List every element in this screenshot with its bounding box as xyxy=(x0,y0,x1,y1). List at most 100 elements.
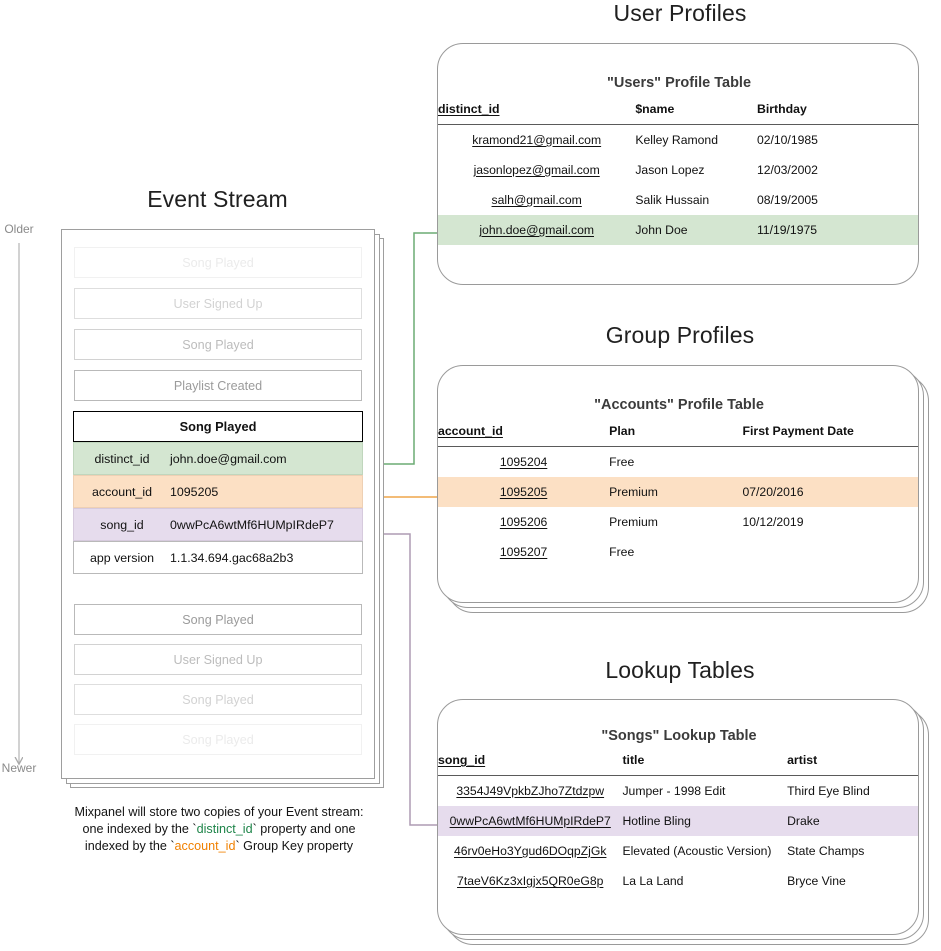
event-property-song-id: song_id 0wwPcA6wtMf6HUMpIRdeP7 xyxy=(73,508,363,541)
cell-artist: Third Eye Blind xyxy=(787,784,870,798)
cell-distinct-id: john.doe@gmail.com xyxy=(479,223,594,237)
cell-artist: Bryce Vine xyxy=(787,874,846,888)
table-row[interactable]: 3354J49VpkbZJho7Ztdzpw Jumper - 1998 Edi… xyxy=(438,776,918,807)
event-card-faded-5[interactable]: Song Played xyxy=(74,604,362,635)
event-card-label: Song Played xyxy=(182,732,254,747)
event-card-label: Song Played xyxy=(182,612,254,627)
cell-artist: State Champs xyxy=(787,844,865,858)
cell-first-payment-date: 07/20/2016 xyxy=(742,477,918,507)
table-row[interactable]: 1095206 Premium 10/12/2019 xyxy=(438,507,918,537)
cell-song-id: 7taeV6Kz3xIgjx5QR0eG8p xyxy=(457,874,604,888)
table-header-rule xyxy=(438,123,918,125)
event-card-label: Playlist Created xyxy=(173,378,263,393)
table-header-row: song_id title artist xyxy=(438,753,918,774)
caption-line-1: Mixpanel will store two copies of your E… xyxy=(74,805,364,819)
event-card-label: Song Played xyxy=(182,255,254,270)
event-card-faded-1[interactable]: Song Played xyxy=(74,247,362,278)
cell-birthday: 12/03/2002 xyxy=(756,163,818,177)
cell-birthday: 11/19/1975 xyxy=(756,215,918,245)
property-value: john.doe@gmail.com xyxy=(170,451,287,466)
col-header-artist: artist xyxy=(787,753,818,767)
property-key: song_id xyxy=(100,517,144,532)
event-stream-title: Event Stream xyxy=(147,186,288,212)
group-profiles-title: Group Profiles xyxy=(605,322,755,348)
table-row[interactable]: 1095207 Free xyxy=(438,537,918,567)
cell-birthday: 02/10/1985 xyxy=(756,133,818,147)
cell-song-id: 46rv0eHo3Ygud6DOqpZjGk xyxy=(454,844,607,858)
table-row[interactable]: kramond21@gmail.com Kelley Ramond 02/10/… xyxy=(438,125,918,156)
table-row-highlighted[interactable]: 0wwPcA6wtMf6HUMpIRdeP7 Hotline Bling Dra… xyxy=(438,806,918,836)
cell-first-payment-date xyxy=(742,447,918,478)
cell-account-id: 1095207 xyxy=(499,545,548,559)
songs-table-title: "Songs" Lookup Table xyxy=(601,728,757,744)
caption-line-2-pre: one indexed by the ` xyxy=(82,822,197,836)
property-value: 0wwPcA6wtMf6HUMpIRdeP7 xyxy=(170,517,334,532)
event-card-faded-7[interactable]: Song Played xyxy=(74,684,362,715)
col-header-account-id: account_id xyxy=(438,424,503,438)
cell-name: Jason Lopez xyxy=(635,163,705,177)
cell-first-payment-date: 10/12/2019 xyxy=(742,515,804,529)
col-header-title: title xyxy=(622,753,645,767)
caption-line-2: one indexed by the `distinct_id` propert… xyxy=(34,821,404,838)
cell-first-payment-date xyxy=(742,537,918,567)
event-property-distinct-id: distinct_id john.doe@gmail.com xyxy=(73,442,363,475)
caption-line-3-post: ` Group Key property xyxy=(235,839,354,853)
cell-account-id: 1095205 xyxy=(499,485,548,499)
col-header-name: $name xyxy=(635,102,675,116)
event-card-label: Song Played xyxy=(182,692,254,707)
table-header-row: distinct_id $name Birthday xyxy=(438,102,918,123)
event-card-label: Song Played xyxy=(182,337,254,352)
event-card-label: User Signed Up xyxy=(173,652,263,667)
event-card-faded-6[interactable]: User Signed Up xyxy=(74,644,362,675)
event-card-faded-8[interactable]: Song Played xyxy=(74,724,362,755)
accounts-table-title: "Accounts" Profile Table xyxy=(594,397,764,413)
cell-title: La La Land xyxy=(622,874,684,888)
table-row[interactable]: 1095204 Free xyxy=(438,447,918,478)
focused-event-name: Song Played xyxy=(179,419,257,434)
table-row-highlighted[interactable]: john.doe@gmail.com John Doe 11/19/1975 xyxy=(438,215,918,245)
event-card-faded-3[interactable]: Song Played xyxy=(74,329,362,360)
property-key: app version xyxy=(89,550,155,565)
cell-song-id: 3354J49VpkbZJho7Ztdzpw xyxy=(456,784,605,798)
table-row[interactable]: 7taeV6Kz3xIgjx5QR0eG8p La La Land Bryce … xyxy=(438,866,918,896)
cell-song-id: 0wwPcA6wtMf6HUMpIRdeP7 xyxy=(449,814,611,828)
col-header-song-id: song_id xyxy=(438,753,486,767)
accounts-profile-table: account_id Plan First Payment Date 10952… xyxy=(438,424,918,567)
users-profile-card: "Users" Profile Table distinct_id $name … xyxy=(437,43,919,285)
cell-artist: Drake xyxy=(787,806,918,836)
event-stream-caption: Mixpanel will store two copies of your E… xyxy=(34,804,404,855)
property-value: 1095205 xyxy=(170,484,219,499)
cell-name: Kelley Ramond xyxy=(635,133,718,147)
caption-line-3: indexed by the `account_id` Group Key pr… xyxy=(34,838,404,855)
event-card-faded-2[interactable]: User Signed Up xyxy=(74,288,362,319)
table-row-highlighted[interactable]: 1095205 Premium 07/20/2016 xyxy=(438,477,918,507)
cell-distinct-id: jasonlopez@gmail.com xyxy=(473,163,600,177)
caption-line-3-pre: indexed by the ` xyxy=(84,839,175,853)
cell-distinct-id: salh@gmail.com xyxy=(491,193,582,207)
focused-event-header[interactable]: Song Played xyxy=(73,411,363,442)
cell-plan: Premium xyxy=(609,477,743,507)
table-row[interactable]: salh@gmail.com Salik Hussain 08/19/2005 xyxy=(438,185,918,215)
property-value: 1.1.34.694.gac68a2b3 xyxy=(170,550,294,565)
property-key: account_id xyxy=(92,484,152,499)
property-key: distinct_id xyxy=(94,451,150,466)
caption-token-account-id: account_id xyxy=(174,839,236,853)
user-profiles-title: User Profiles xyxy=(613,0,747,26)
cell-plan: Free xyxy=(609,455,635,469)
cell-title: Elevated (Acoustic Version) xyxy=(622,844,772,858)
cell-plan: Premium xyxy=(609,515,658,529)
users-table-title: "Users" Profile Table xyxy=(606,75,752,91)
songs-lookup-table: song_id title artist 3354J49VpkbZJho7Ztd… xyxy=(438,753,918,896)
table-row[interactable]: jasonlopez@gmail.com Jason Lopez 12/03/2… xyxy=(438,155,918,185)
col-header-plan: Plan xyxy=(609,424,636,438)
col-header-distinct-id: distinct_id xyxy=(438,102,500,116)
table-row[interactable]: 46rv0eHo3Ygud6DOqpZjGk Elevated (Acousti… xyxy=(438,836,918,866)
event-property-account-id: account_id 1095205 xyxy=(73,475,363,508)
cell-name: Salik Hussain xyxy=(635,193,710,207)
cell-account-id: 1095206 xyxy=(499,515,548,529)
songs-lookup-card: "Songs" Lookup Table song_id title artis… xyxy=(437,699,919,935)
event-card-faded-4[interactable]: Playlist Created xyxy=(74,370,362,401)
table-header-rule xyxy=(438,445,918,447)
event-property-app-version: app version 1.1.34.694.gac68a2b3 xyxy=(73,541,363,574)
users-profile-table: distinct_id $name Birthday kramond21@gma… xyxy=(438,102,918,245)
